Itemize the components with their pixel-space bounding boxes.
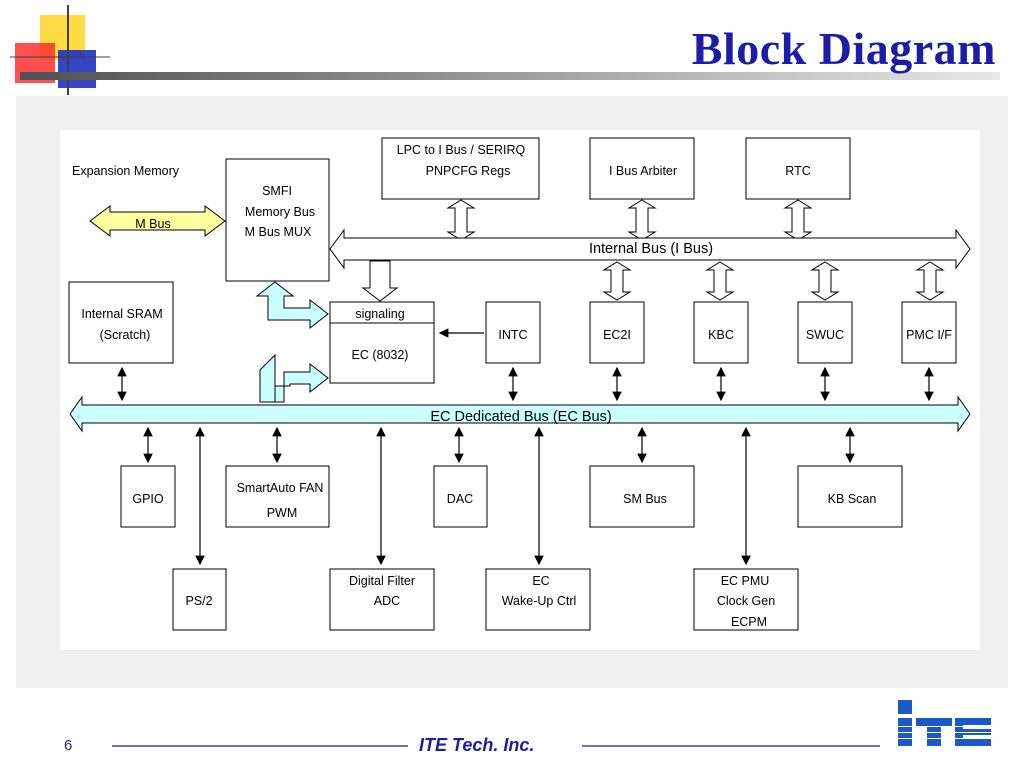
rtc-box (745, 137, 851, 200)
kbc-label: KBC (708, 328, 734, 342)
lpc-box (381, 137, 540, 200)
swuc-box (797, 301, 853, 364)
ec-pmu-line2: Clock Gen (717, 594, 775, 608)
smfi-line3: M Bus MUX (245, 225, 312, 239)
smfi-box (225, 158, 330, 282)
ec-wakeup-line2: Wake-Up Ctrl (502, 594, 577, 608)
internal-sram-line1: Internal SRAM (81, 307, 162, 321)
smartauto-line1: SmartAuto FAN (237, 481, 324, 495)
slide-title: Block Diagram (691, 23, 996, 74)
ite-logo (896, 700, 992, 746)
smartauto-box (225, 465, 330, 528)
digital-filter-line1: Digital Filter (349, 574, 415, 588)
ec-pmu-box (693, 568, 799, 631)
digital-filter-line2: ADC (374, 594, 400, 608)
internal-bus-label: Internal Bus (I Bus) (589, 241, 713, 257)
kbscan-label: KB Scan (828, 492, 877, 506)
lpc-line1: LPC to I Bus / SERIRQ (397, 143, 526, 157)
ec-bus-label: EC Dedicated Bus (EC Bus) (430, 409, 611, 425)
ps2-box (172, 568, 227, 631)
digital-filter-box (329, 568, 435, 631)
pmc-label: PMC I/F (906, 328, 952, 342)
smartauto-line2: PWM (267, 506, 298, 520)
swuc-label: SWUC (806, 328, 844, 342)
smbus-box (589, 465, 695, 528)
ibus-arbiter-label: I Bus Arbiter (609, 164, 677, 178)
ps2-label: PS/2 (185, 594, 212, 608)
smfi-ec-bent-arrow (255, 281, 329, 330)
corner-decoration (10, 5, 110, 95)
ec2i-label: EC2I (603, 328, 631, 342)
ec-wakeup-box (485, 568, 591, 631)
ecbus-ec-bent-arrow (267, 362, 329, 403)
ibus-pmc-arrow (915, 261, 945, 301)
signaling-label: signaling (355, 307, 404, 321)
ec2i-box (589, 301, 645, 364)
ec8032-box (329, 301, 435, 384)
dac-label: DAC (447, 492, 473, 506)
ibus-ec2i-arrow (602, 261, 632, 301)
kbc-box (693, 301, 749, 364)
ibus-swuc-arrow (810, 261, 840, 301)
gpio-box (120, 465, 176, 528)
ec-wakeup-line1: EC (532, 574, 549, 588)
title-underline (20, 72, 1000, 80)
ec-pmu-line1: EC PMU (721, 574, 770, 588)
smfi-line2: Memory Bus (245, 205, 315, 219)
lpc-line2: PNPCFG Regs (426, 164, 511, 178)
kbscan-box (797, 465, 903, 528)
internal-bus (329, 228, 971, 270)
gpio-label: GPIO (132, 492, 164, 506)
m-bus-arrow (89, 205, 226, 237)
dac-box (433, 465, 488, 528)
internal-sram-line2: (Scratch) (100, 328, 151, 342)
ecbus-ec-arrow-stem (259, 353, 276, 403)
smbus-label: SM Bus (623, 492, 667, 506)
expansion-memory-label: Expansion Memory (72, 164, 180, 178)
internal-sram-box (68, 281, 174, 364)
ibus-kbc-arrow (705, 261, 735, 301)
smfi-line1: SMFI (262, 184, 292, 198)
company-name: ITE Tech. Inc. (419, 735, 535, 755)
ec-pmu-line3: ECPM (731, 615, 767, 629)
intc-box (485, 301, 541, 364)
pmc-box (901, 301, 957, 364)
ec-bus (69, 395, 971, 433)
page-number: 6 (64, 737, 73, 754)
intc-label: INTC (498, 328, 527, 342)
ec8032-label: EC (8032) (352, 348, 409, 362)
rtc-label: RTC (785, 164, 810, 178)
m-bus-label: M Bus (135, 217, 170, 231)
ibus-ec-arrow (361, 260, 399, 302)
ibus-arbiter-box (589, 137, 695, 200)
